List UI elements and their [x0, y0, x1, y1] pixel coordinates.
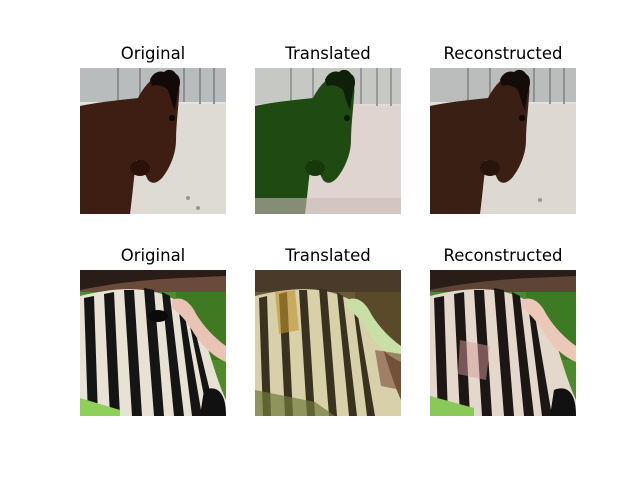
brown-horse-photo [80, 68, 226, 214]
reconstructed-zebra-photo [430, 270, 576, 416]
reconstructed-horse-photo [430, 68, 576, 214]
panel-title: Original [120, 246, 186, 265]
panel-title: Translated [285, 44, 371, 63]
panel-title: Translated [285, 246, 371, 265]
green-tinted-horse-photo [255, 68, 401, 214]
horse-textured-zebra-photo [255, 270, 401, 416]
panel-title: Reconstructed [443, 246, 563, 265]
zebra-with-hand-photo [80, 270, 226, 416]
panel-title: Original [120, 44, 186, 63]
panel-title: Reconstructed [443, 44, 563, 63]
